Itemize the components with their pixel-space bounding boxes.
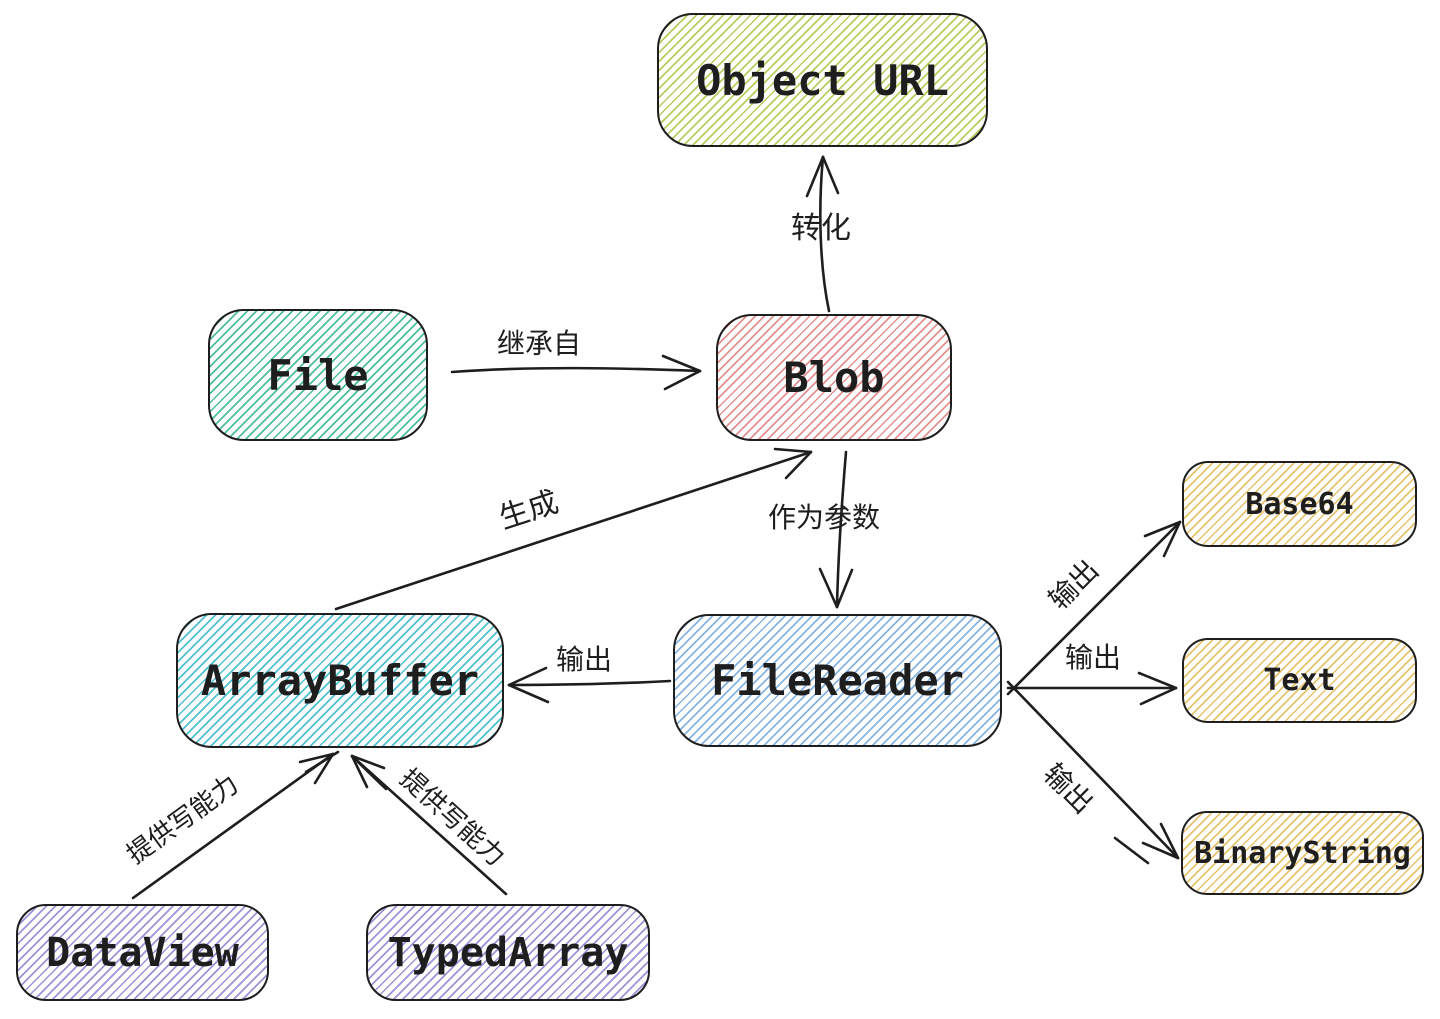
node-file-label: File	[267, 350, 369, 400]
node-filereader-label: FileReader	[711, 656, 964, 705]
arrow-typedarray-to-arraybuffer	[350, 754, 508, 896]
edge-label-file-to-blob: 继承自	[496, 327, 582, 360]
arrow-filereader-to-binarystring	[1006, 680, 1180, 865]
node-filereader: FileReader	[673, 614, 1002, 747]
node-typedarray-label: TypedArray	[387, 929, 629, 976]
node-dataview-label: DataView	[46, 929, 239, 976]
node-text: Text	[1182, 638, 1417, 723]
node-file: File	[208, 309, 428, 441]
arrow-filereader-to-base64	[1006, 520, 1182, 696]
arrow-filereader-to-text	[1006, 671, 1178, 706]
edge-label-blob-to-filereader: 作为参数	[767, 501, 881, 534]
arrow-file-to-blob	[450, 354, 702, 391]
node-text-label: Text	[1263, 663, 1336, 698]
node-typedarray: TypedArray	[366, 904, 650, 1001]
edge-label-filereader-to-arraybuffer: 输出	[555, 643, 613, 676]
node-base64-label: Base64	[1245, 486, 1354, 522]
node-binarystring-label: BinaryString	[1194, 835, 1411, 871]
edge-label-filereader-to-text: 输出	[1064, 641, 1122, 674]
node-arraybuffer: ArrayBuffer	[176, 613, 504, 748]
node-binarystring: BinaryString	[1181, 811, 1424, 895]
node-object-url: Object URL	[657, 13, 988, 147]
arrow-blob-to-filereader	[818, 450, 854, 609]
edge-label-blob-to-object-url: 转化	[791, 211, 851, 246]
node-base64: Base64	[1182, 461, 1417, 547]
arrow-filereader-to-arraybuffer	[507, 666, 672, 704]
node-blob-label: Blob	[783, 353, 885, 402]
node-dataview: DataView	[16, 904, 269, 1001]
arrow-blob-to-object-url	[805, 155, 840, 313]
node-blob: Blob	[716, 314, 952, 441]
arrow-arraybuffer-to-blob	[334, 447, 813, 611]
arrow-dataview-to-arraybuffer	[131, 750, 340, 900]
node-arraybuffer-label: ArrayBuffer	[200, 656, 480, 705]
node-object-url-label: Object URL	[696, 55, 949, 105]
